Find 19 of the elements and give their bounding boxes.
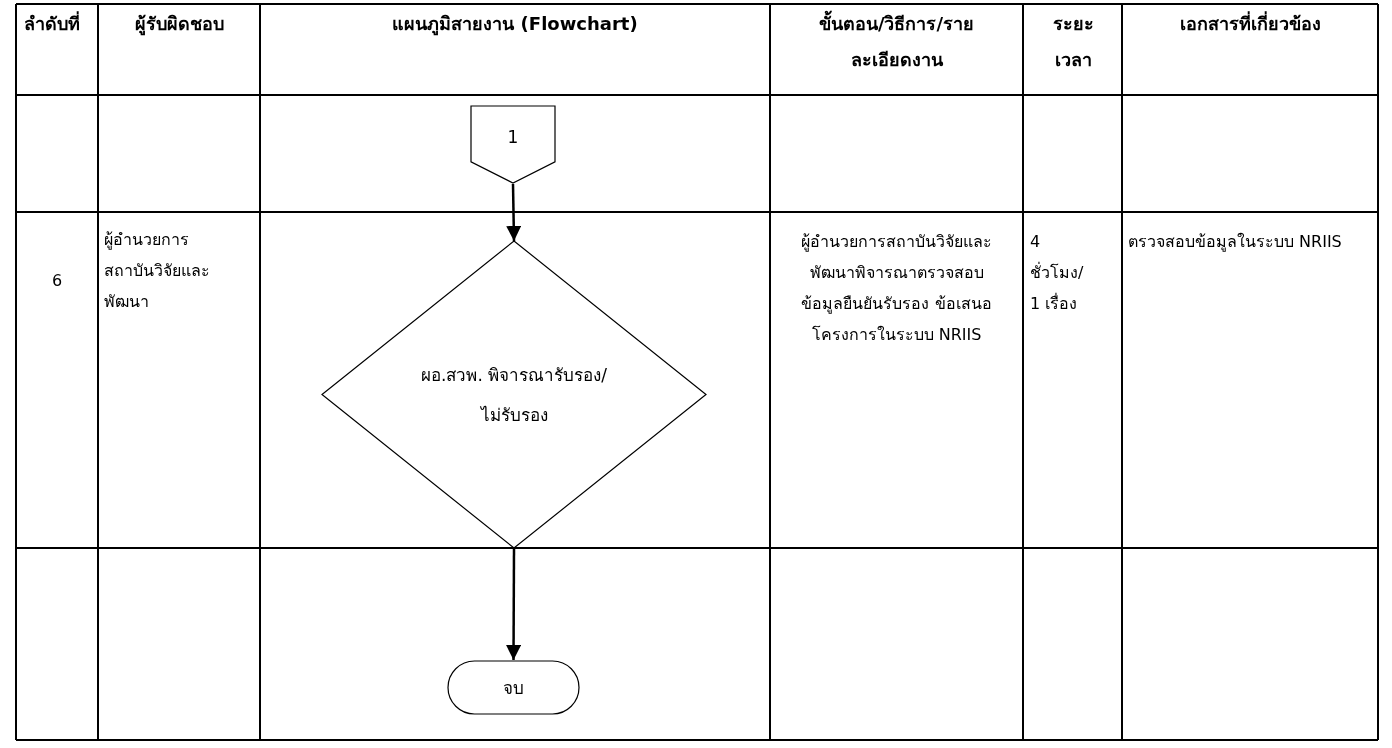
column-header: เอกสารที่เกี่ยวข้อง (1178, 10, 1322, 36)
node-label: จบ (502, 676, 525, 700)
off-page-connector (470, 105, 556, 184)
column-header: ลำดับที่ (23, 10, 81, 36)
terminator-shape (447, 660, 580, 715)
node-label: 1 (506, 125, 520, 149)
node-label: ผอ.สวพ. พิจารณารับรอง/ไม่รับรอง (420, 363, 608, 427)
arrow (506, 548, 522, 660)
arrow (506, 183, 522, 242)
decision-diamond (322, 241, 706, 548)
column-header: แผนภูมิสายงาน (Flowchart) (391, 12, 639, 38)
table-text: ผู้อำนวยการสถาบันวิจัยและพัฒนา (104, 229, 211, 313)
column-header: ระยะเวลา (1051, 12, 1095, 72)
table-text: ผู้อำนวยการสถาบันวิจัยและพัฒนาพิจารณาตรวจสอบข้อมูลยืนยันรับรอง ข้อเสนอโครงการในระบบ NRIIS (800, 231, 993, 346)
table-text: 6 (50, 270, 64, 292)
table-text: ตรวจสอบข้อมูลในระบบ NRIIS (1128, 231, 1343, 254)
column-header: ผู้รับผิดชอบ (133, 12, 225, 38)
table-text: 4 ชั่วโมง/ 1 เรื่อง (1030, 231, 1085, 315)
column-header: ขั้นตอน/วิธีการ/รายละเอียดงาน (811, 6, 982, 78)
